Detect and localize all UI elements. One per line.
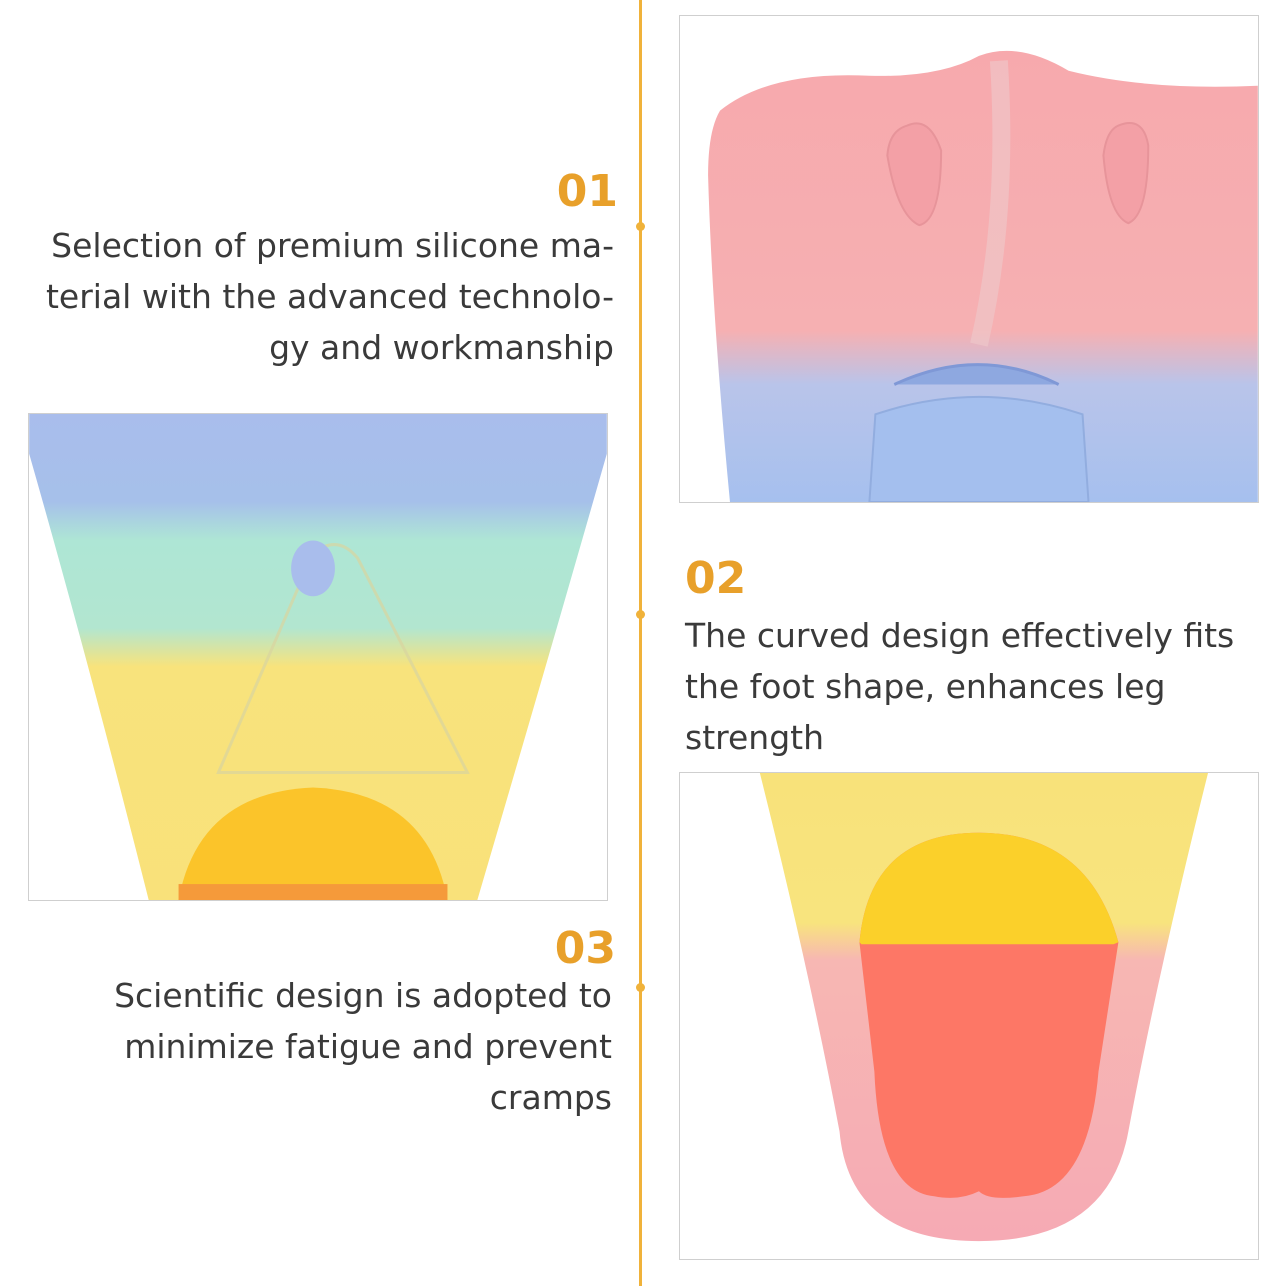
timeline-dot-01	[636, 222, 645, 231]
fin-illustration-2	[29, 414, 607, 900]
feature-desc-03: Scientific design is adopted to minimize…	[114, 976, 612, 1117]
feature-number-01: 01	[556, 166, 618, 217]
fin-illustration-1	[708, 50, 1258, 502]
feature-desc-01: Selection of premium silicone ma- terial…	[45, 226, 614, 367]
timeline-dot-02	[636, 610, 645, 619]
feature-number-02: 02	[685, 553, 747, 604]
photo-pink-blue-fin	[679, 15, 1259, 503]
feature-desc-02: The curved design effectively fits the f…	[685, 616, 1235, 757]
photo-foot-pocket-fin	[679, 772, 1259, 1260]
fin-illustration-3	[759, 773, 1209, 1242]
timeline-dot-03	[636, 983, 645, 992]
feature-number-03: 03	[554, 923, 616, 974]
photo-rainbow-fin	[28, 413, 608, 901]
timeline-line	[639, 0, 642, 1286]
